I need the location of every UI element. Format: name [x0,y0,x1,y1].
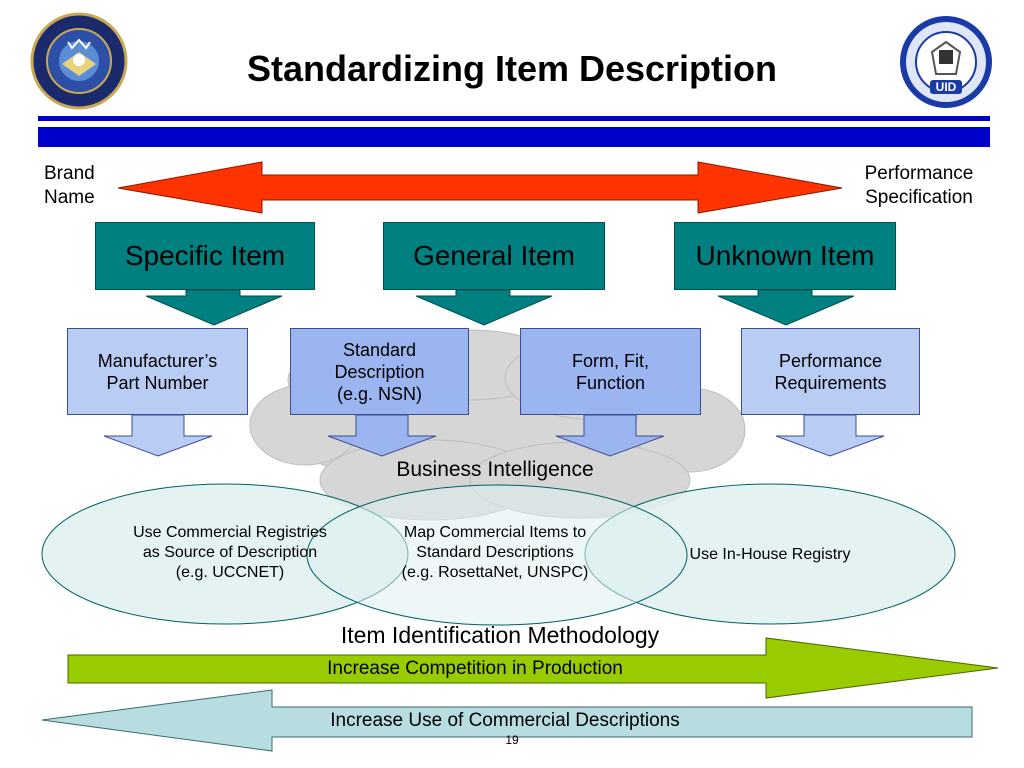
business-intelligence-label: Business Intelligence [396,458,594,481]
page-number: 19 [505,733,519,747]
dod-seal-icon [30,12,128,110]
unknown-item-arrow [717,289,855,326]
in-house-registry-text: Use In-House Registry [689,546,851,563]
methodology-label: Item Identification Methodology [340,622,660,648]
title-underline-thin [38,116,990,121]
manufacturer-arrow [103,414,213,457]
uid-logo-text: UID [935,80,957,94]
commercial-descriptions-arrow [41,689,973,752]
uid-logo-icon [900,16,992,108]
general-item-arrow [415,289,553,326]
performance-arrow [775,414,885,457]
title-underline-thick [38,127,990,147]
commercial-arrow-label: Increase Use of Commercial Descriptions [330,710,680,731]
map-commercial-ellipse [306,484,688,626]
spectrum-double-arrow [117,161,843,214]
form-fit-function-box: Form, Fit,Function [520,328,701,415]
performance-specification-label: Performance Specification [864,163,974,208]
specific-item-arrow [145,289,283,326]
brand-name-label: Brand Name [44,163,95,208]
form-fit-arrow [555,414,665,457]
page-title: Standardizing Item Description [246,48,778,89]
unknown-item-box: Unknown Item [674,222,896,290]
dod-seal [30,12,128,110]
competition-arrow-label: Increase Competition in Production [327,658,623,679]
competition-arrow [67,637,999,699]
general-item-box: General Item [383,222,605,290]
uid-logo: UID [898,14,994,110]
standard-arrow [327,414,437,457]
specific-item-box: Specific Item [95,222,315,290]
